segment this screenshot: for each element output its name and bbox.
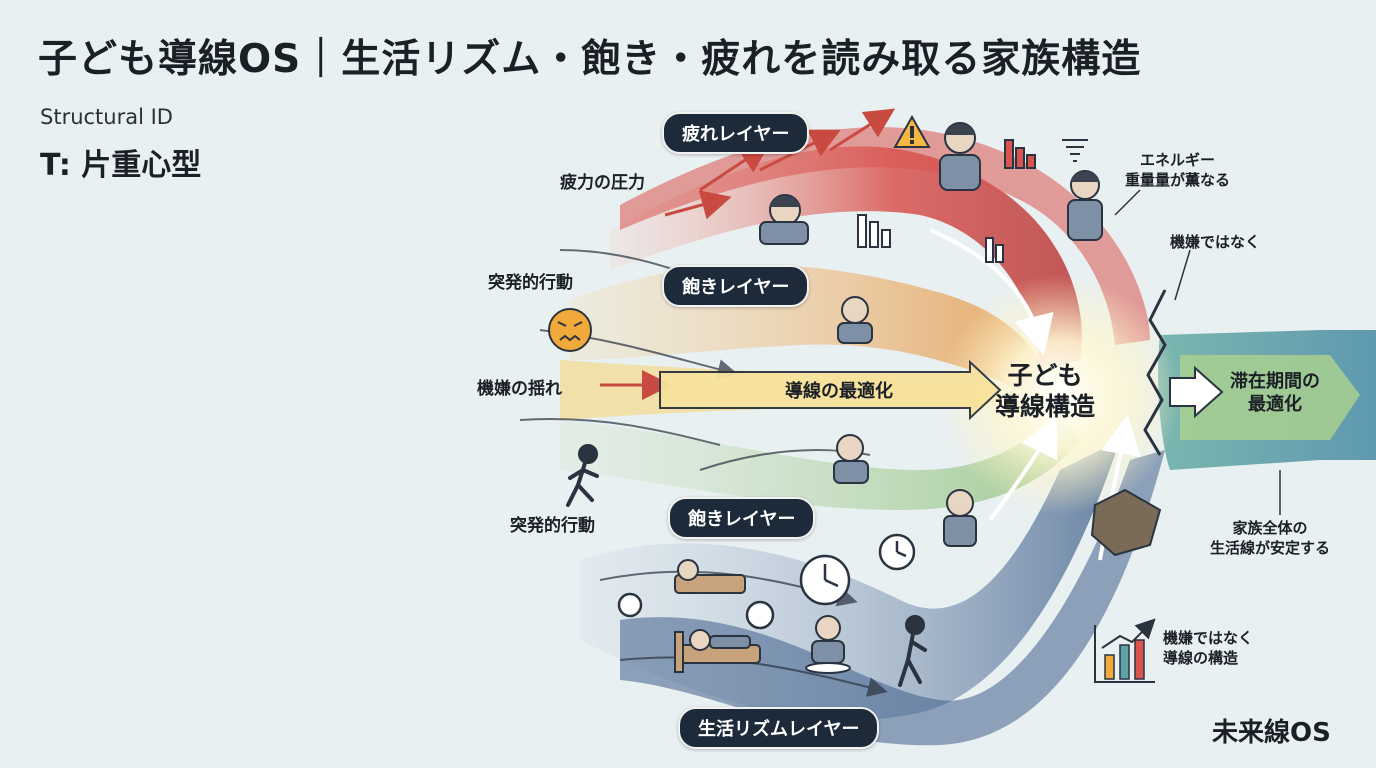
- exit-line-1: 滞在期間の: [1230, 371, 1320, 392]
- structure-line-2: 導線の構造: [1163, 649, 1239, 668]
- structural-id-value: T: 片重心型: [40, 148, 202, 183]
- not-mood-label: 機嫌ではなく: [1170, 233, 1261, 251]
- walking-child-icon: [898, 615, 927, 687]
- thinking-child-icon: [943, 489, 977, 547]
- layer-rhythm-pill: 生活リズムレイヤー: [678, 707, 880, 749]
- structure-line-1: 機嫌ではなく: [1163, 629, 1254, 647]
- flow-optimization-label: 導線の最適化: [785, 381, 893, 402]
- clock-icon: [617, 533, 916, 630]
- structure-label: 機嫌ではなく 導線の構造: [1163, 628, 1253, 669]
- warning-icon: [893, 114, 931, 148]
- rock-icon: [1090, 488, 1162, 557]
- energy-line-1: エネルギー: [1140, 151, 1216, 169]
- energy-label: エネルギー 重量量が薫なる: [1125, 150, 1230, 191]
- tired-child-icon: [1067, 170, 1103, 241]
- tired-child-icon: [939, 122, 981, 191]
- structural-id-label: Structural ID: [40, 105, 173, 129]
- impulsive-top-label: 突発的行動: [488, 273, 573, 293]
- running-child-icon: [566, 444, 599, 507]
- sleeping-child-icon: [674, 559, 761, 673]
- family-line-1: 家族全体の: [1232, 519, 1308, 537]
- family-label: 家族全体の 生活線が安定する: [1210, 518, 1330, 559]
- impulsive-bottom-label: 突発的行動: [510, 516, 595, 536]
- angry-face-icon: [548, 308, 592, 352]
- tornado-icon: [1062, 139, 1088, 162]
- thinking-child-icon: [837, 296, 873, 344]
- layer-boredom-top-pill: 飽きレイヤー: [662, 265, 810, 307]
- exit-label: 滞在期間の 最適化: [1230, 370, 1320, 417]
- bar-chart-icon: [857, 139, 1036, 263]
- eating-child-icon: [805, 615, 851, 674]
- center-line-2: 導線構造: [995, 392, 1096, 422]
- fatigue-pressure-label: 疲力の圧力: [560, 173, 645, 193]
- center-line-1: 子ども: [1007, 361, 1083, 390]
- exit-line-2: 最適化: [1248, 394, 1302, 416]
- brand-logo: 未来線OS: [1212, 718, 1331, 748]
- center-label: 子ども 導線構造: [995, 360, 1095, 423]
- tired-child-icon: [759, 194, 809, 245]
- mood-swing-label: 機嫌の揺れ: [477, 379, 562, 399]
- layer-fatigue-pill: 疲れレイヤー: [662, 112, 810, 154]
- energy-line-2: 重量量が薫なる: [1125, 171, 1231, 190]
- growth-chart-icon: [1094, 618, 1156, 683]
- page-title: 子ども導線OS｜生活リズム・飽き・疲れを読み取る家族構造: [38, 37, 1142, 82]
- family-line-2: 生活線が安定する: [1210, 539, 1331, 558]
- thinking-child-icon: [833, 434, 869, 484]
- layer-boredom-bottom-pill: 飽きレイヤー: [668, 497, 816, 539]
